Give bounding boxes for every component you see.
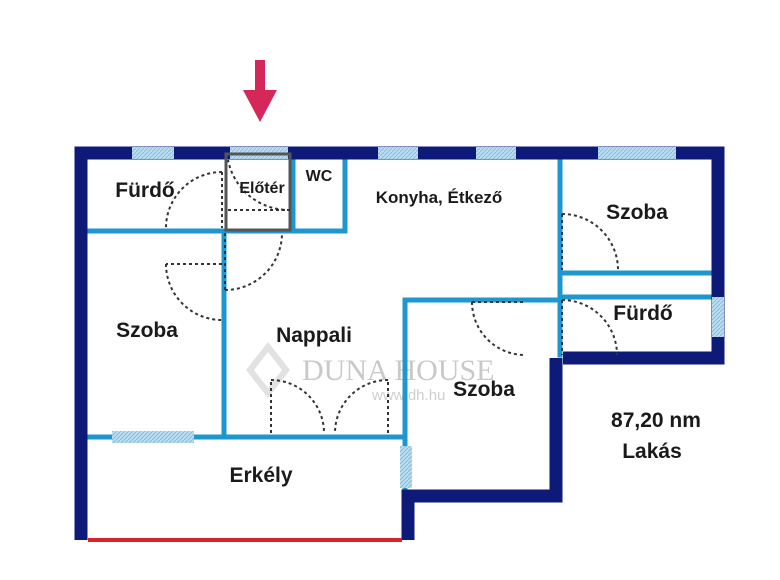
- entrance-arrow-icon: [243, 60, 277, 122]
- room-label-szoba-top-right: Szoba: [606, 201, 668, 224]
- outer-walls: [74, 146, 725, 540]
- door-swings: [165, 159, 619, 434]
- area-value: 87,20 nm: [611, 409, 701, 432]
- room-label-furdo-left: Fürdő: [115, 179, 174, 202]
- room-label-wc: WC: [306, 168, 333, 185]
- watermark-url: www.dh.hu: [371, 387, 445, 404]
- entrance-frame: [224, 152, 292, 232]
- room-label-konyha: Konyha, Étkező: [376, 188, 503, 207]
- watermark-brand: DUNA HOUSE: [302, 354, 495, 387]
- property-type: Lakás: [622, 440, 682, 463]
- room-label-szoba-center: Szoba: [453, 378, 515, 401]
- room-label-szoba-left: Szoba: [116, 319, 178, 342]
- room-label-erkely: Erkély: [229, 464, 292, 487]
- room-label-nappali: Nappali: [276, 324, 352, 347]
- windows: [112, 147, 724, 488]
- duna-house-watermark: DUNA HOUSE www.dh.hu: [246, 342, 495, 404]
- room-label-eloter: Előtér: [239, 180, 284, 197]
- room-label-furdo-right: Fürdő: [613, 302, 672, 325]
